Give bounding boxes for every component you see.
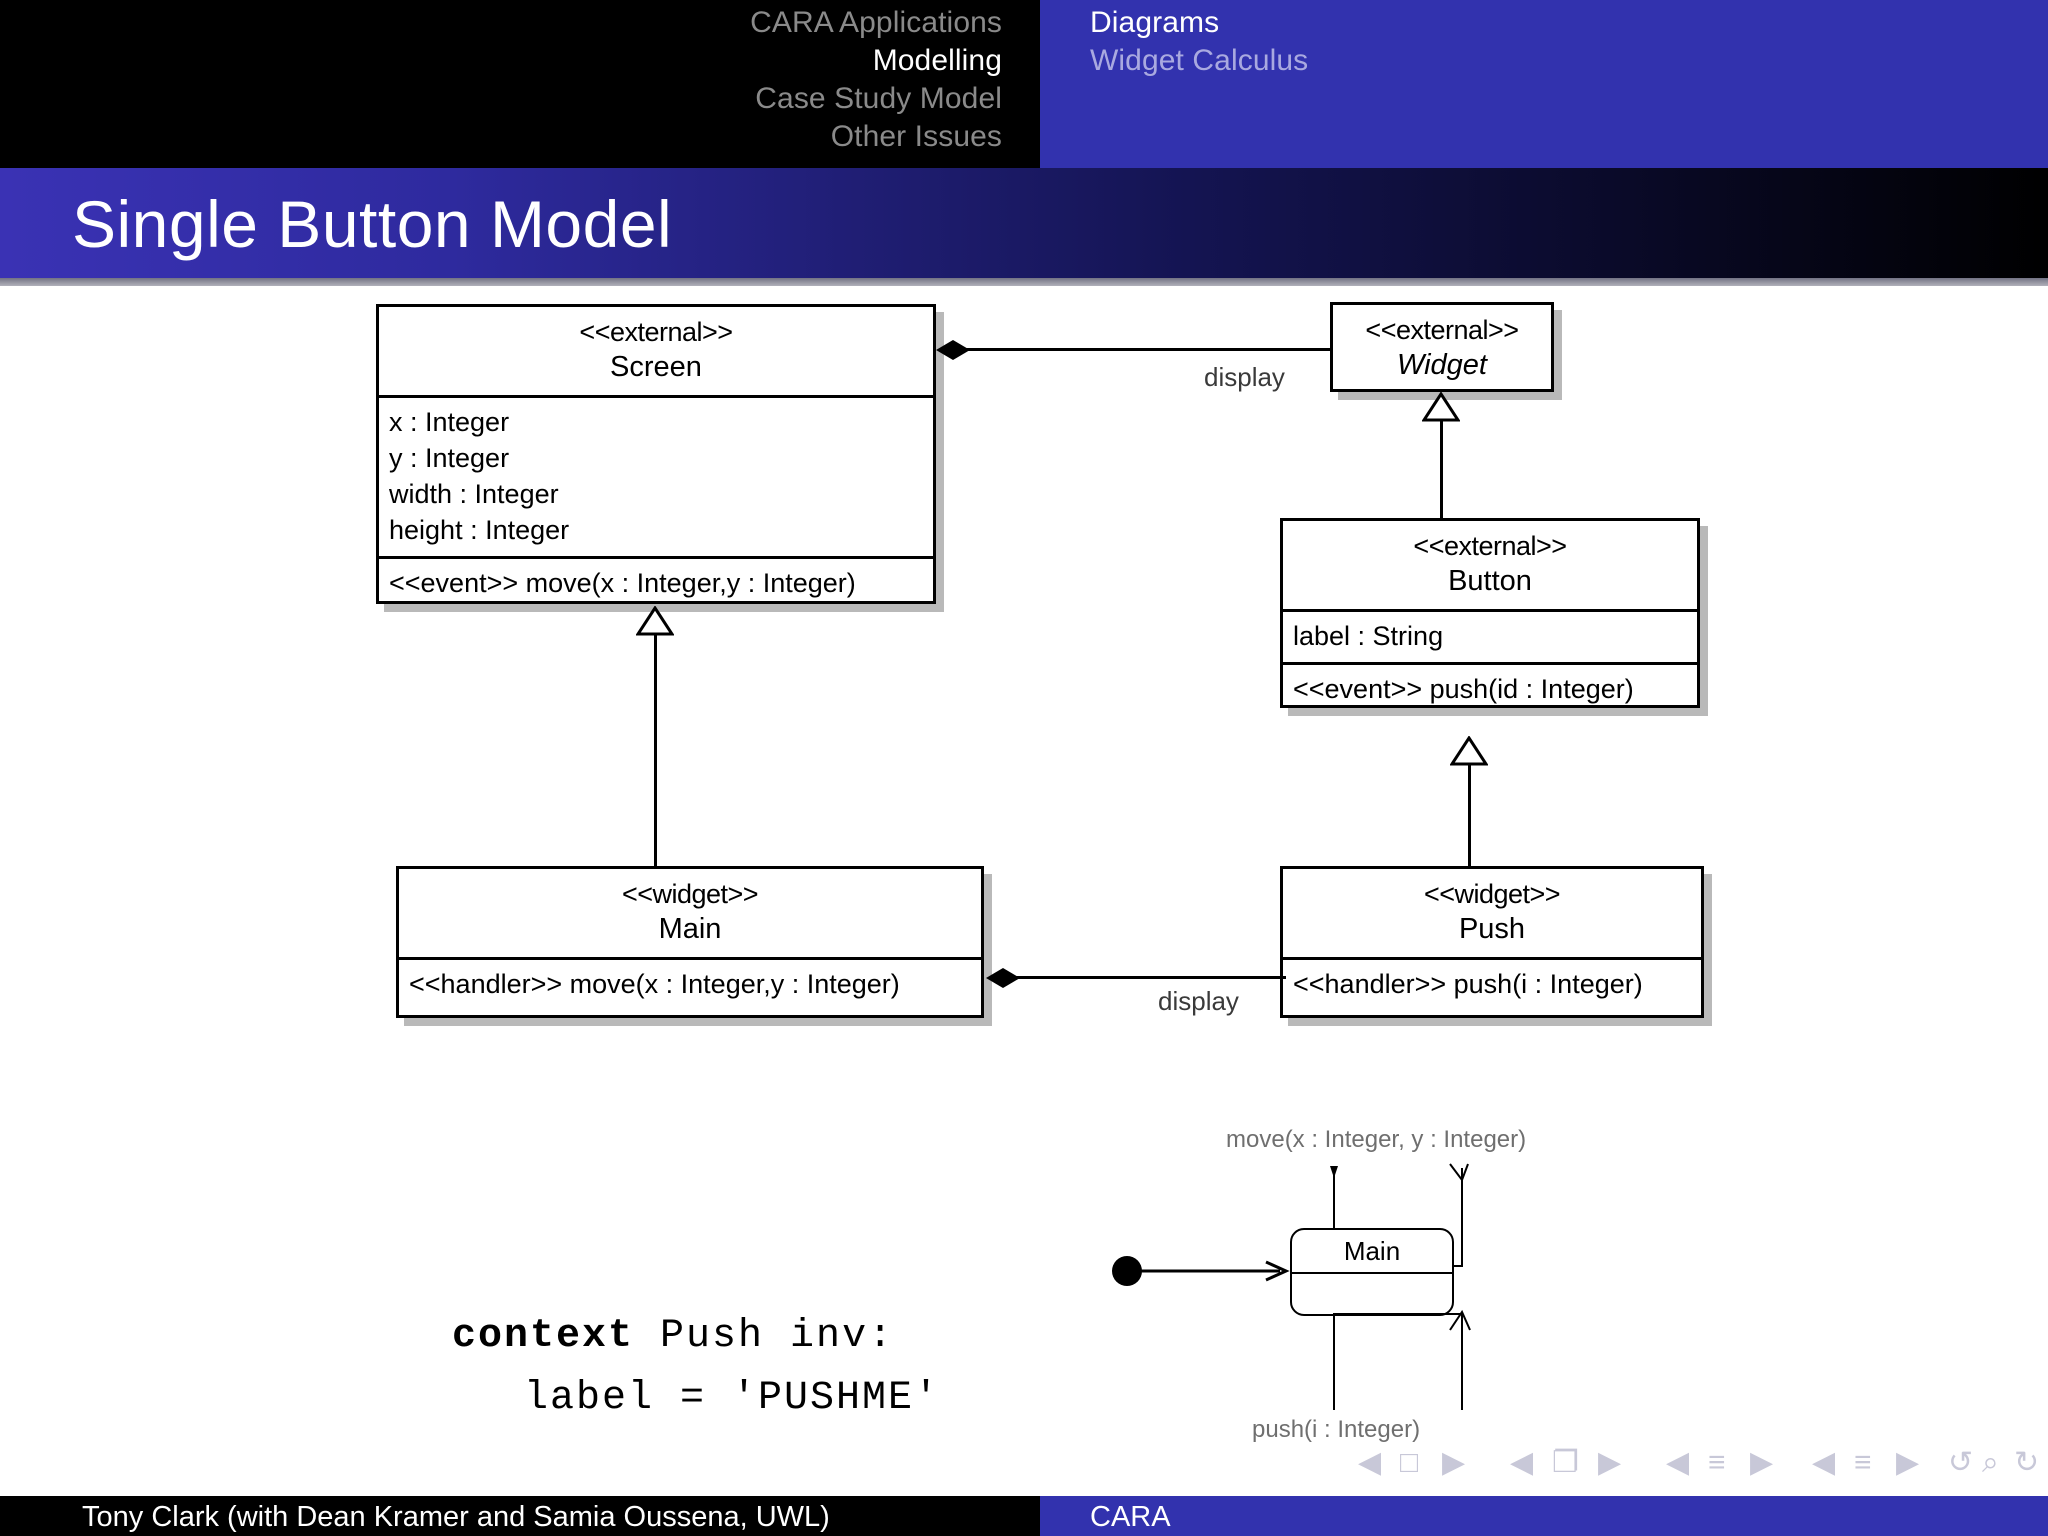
attribute-row: label : String bbox=[1293, 621, 1444, 651]
nav-search-icon[interactable]: ⌕ bbox=[1982, 1446, 1999, 1479]
slide-footer: Tony Clark (with Dean Kramer and Samia O… bbox=[0, 1496, 2048, 1536]
nav-subsection-group-right: Diagrams Widget Calculus bbox=[1040, 0, 2048, 168]
ocl-line-1-rest: Push inv: bbox=[634, 1314, 895, 1359]
class-box-widget[interactable]: <<external>> Widget bbox=[1330, 302, 1554, 392]
nav-prev-frame-icon[interactable]: ◀ bbox=[1510, 1446, 1534, 1479]
statechart-state-divider bbox=[1292, 1272, 1452, 1308]
nav-subsection-icon[interactable]: ≡ bbox=[1708, 1446, 1726, 1479]
nav-next-frame-icon[interactable]: ▶ bbox=[1598, 1446, 1622, 1479]
edge-label-display-top: display bbox=[1204, 362, 1285, 392]
ocl-constraint-block: context Push inv: label = 'PUSHME' bbox=[452, 1306, 940, 1430]
generalization-triangle-main-screen bbox=[636, 606, 674, 636]
statechart-bottom-transition-arrow bbox=[1333, 1309, 1471, 1410]
class-box-main[interactable]: <<widget>> Main <<handler>> move(x : Int… bbox=[396, 866, 984, 1018]
slide-content-canvas: <<external>> Screen x : Integer y : Inte… bbox=[0, 286, 2048, 1486]
class-name-widget: Widget bbox=[1396, 349, 1487, 381]
header-navigation-bar: CARA Applications Modelling Case Study M… bbox=[0, 0, 2048, 168]
nav-section-other-issues[interactable]: Other Issues bbox=[830, 120, 1002, 153]
nav-section-modelling[interactable]: Modelling bbox=[872, 44, 1002, 77]
attribute-row: y : Integer bbox=[389, 443, 510, 473]
class-header-screen: <<external>> Screen bbox=[379, 307, 933, 395]
nav-subsection-widget-calculus[interactable]: Widget Calculus bbox=[1090, 44, 1309, 77]
nav-next-slide-icon[interactable]: ▶ bbox=[1442, 1446, 1466, 1479]
edge-main-screen-line bbox=[654, 634, 657, 868]
attribute-row: x : Integer bbox=[389, 407, 510, 437]
class-name-screen: Screen bbox=[610, 351, 702, 383]
operation-row: <<handler>> push(i : Integer) bbox=[1293, 969, 1643, 999]
footer-author-band bbox=[0, 1496, 1040, 1536]
page-title: Single Button Model bbox=[72, 187, 673, 261]
class-header-main: <<widget>> Main bbox=[399, 869, 981, 957]
class-box-screen[interactable]: <<external>> Screen x : Integer y : Inte… bbox=[376, 304, 936, 604]
nav-section-group-left: CARA Applications Modelling Case Study M… bbox=[0, 0, 1040, 168]
class-operations-button: <<event>> push(id : Integer) bbox=[1283, 662, 1697, 715]
footer-author-text: Tony Clark (with Dean Kramer and Samia O… bbox=[82, 1501, 830, 1533]
class-attributes-button: label : String bbox=[1283, 609, 1697, 662]
nav-section-icon[interactable]: ≡ bbox=[1854, 1446, 1872, 1479]
nav-back-icon[interactable]: ↺ bbox=[1948, 1446, 1974, 1479]
footer-institute-text: CARA bbox=[1090, 1501, 1171, 1533]
attribute-row: height : Integer bbox=[389, 515, 570, 545]
class-stereotype-button: <<external>> bbox=[1413, 531, 1567, 561]
nav-prev-section-icon[interactable]: ◀ bbox=[1812, 1446, 1836, 1479]
class-header-widget: <<external>> Widget bbox=[1333, 305, 1551, 393]
operation-row: <<event>> push(id : Integer) bbox=[1293, 674, 1634, 704]
class-operations-main: <<handler>> move(x : Integer,y : Integer… bbox=[399, 957, 981, 1010]
generalization-triangle-button-widget bbox=[1422, 392, 1460, 422]
nav-prev-subsection-icon[interactable]: ◀ bbox=[1666, 1446, 1690, 1479]
class-operations-push: <<handler>> push(i : Integer) bbox=[1283, 957, 1701, 1010]
class-operations-screen: <<event>> move(x : Integer,y : Integer) bbox=[379, 556, 933, 609]
nav-section-case-study-model[interactable]: Case Study Model bbox=[755, 82, 1002, 115]
operation-row: <<handler>> move(x : Integer,y : Integer… bbox=[409, 969, 900, 999]
slide-title-band: Single Button Model bbox=[0, 168, 2048, 296]
beamer-navigation-symbols: ◀ □ ▶ ◀ ❐ ▶ ◀ ≡ ▶ ◀ ≡ ▶ ≡ ↺ ⌕ ↻ bbox=[0, 1440, 2048, 1496]
class-name-main: Main bbox=[658, 913, 722, 945]
class-stereotype-screen: <<external>> bbox=[579, 317, 733, 347]
nav-subsection-diagrams[interactable]: Diagrams bbox=[1090, 6, 1220, 39]
generalization-triangle-push-button bbox=[1450, 736, 1488, 766]
statechart-state-main[interactable]: Main bbox=[1290, 1228, 1454, 1316]
class-header-button: <<external>> Button bbox=[1283, 521, 1697, 609]
composition-diamond-main-push bbox=[986, 968, 1020, 988]
nav-frame-icon[interactable]: ❐ bbox=[1552, 1446, 1579, 1479]
edge-push-button-line bbox=[1468, 764, 1471, 868]
ocl-line-1: context Push inv: bbox=[452, 1306, 940, 1368]
nav-next-subsection-icon[interactable]: ▶ bbox=[1750, 1446, 1774, 1479]
nav-forward-icon[interactable]: ↻ bbox=[2014, 1446, 2040, 1479]
class-box-push[interactable]: <<widget>> Push <<handler>> push(i : Int… bbox=[1280, 866, 1704, 1018]
ocl-line-2: label = 'PUSHME' bbox=[524, 1376, 941, 1421]
class-box-button[interactable]: <<external>> Button label : String <<eve… bbox=[1280, 518, 1700, 708]
nav-section-list: CARA Applications Modelling Case Study M… bbox=[750, 4, 1002, 156]
edge-main-push-line bbox=[1010, 976, 1286, 979]
class-stereotype-main: <<widget>> bbox=[621, 879, 759, 909]
statechart-state-name: Main bbox=[1343, 1236, 1401, 1266]
edge-label-display-bottom: display bbox=[1158, 986, 1239, 1016]
nav-subsection-list: Diagrams Widget Calculus bbox=[1090, 4, 1308, 80]
statechart-label-push: push(i : Integer) bbox=[1252, 1416, 1421, 1443]
nav-next-section-icon[interactable]: ▶ bbox=[1896, 1446, 1920, 1479]
ocl-keyword-context: context bbox=[452, 1314, 635, 1359]
edge-screen-widget-line bbox=[958, 348, 1332, 351]
class-header-push: <<widget>> Push bbox=[1283, 869, 1701, 957]
attribute-row: width : Integer bbox=[389, 479, 559, 509]
class-name-push: Push bbox=[1458, 913, 1526, 945]
edge-button-widget-line bbox=[1440, 420, 1443, 520]
nav-first-slide-icon[interactable]: ◀ bbox=[1358, 1446, 1382, 1479]
operation-row: <<event>> move(x : Integer,y : Integer) bbox=[389, 568, 856, 598]
nav-section-cara-applications[interactable]: CARA Applications bbox=[750, 6, 1002, 39]
statechart-label-move: move(x : Integer, y : Integer) bbox=[1226, 1126, 1527, 1153]
class-attributes-screen: x : Integer y : Integer width : Integer … bbox=[379, 395, 933, 556]
composition-diamond-screen-widget bbox=[936, 340, 970, 360]
nav-slide-icon[interactable]: □ bbox=[1400, 1446, 1419, 1479]
statechart-initial-state bbox=[1112, 1256, 1142, 1286]
class-stereotype-widget: <<external>> bbox=[1365, 315, 1519, 345]
footer-institute-band bbox=[1040, 1496, 2048, 1536]
class-name-button: Button bbox=[1448, 565, 1532, 597]
statechart-initial-arrow bbox=[1140, 1260, 1290, 1282]
class-stereotype-push: <<widget>> bbox=[1423, 879, 1561, 909]
